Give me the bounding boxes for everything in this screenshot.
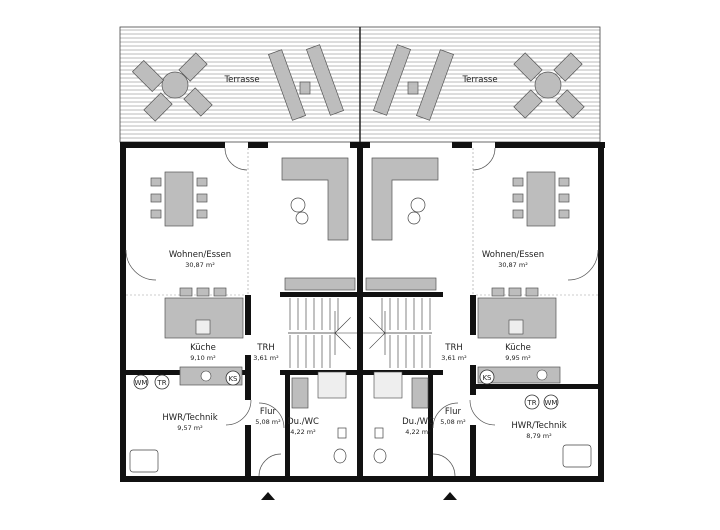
sun-loungers-left [268, 44, 344, 121]
terrace-table-set-left [131, 52, 213, 122]
entrance-arrow-right [443, 492, 457, 500]
bathroom-fixtures-right [373, 371, 429, 464]
fridge-right: KS [479, 369, 495, 385]
washer-left: WM [133, 374, 149, 390]
room-name: Flur [260, 407, 277, 417]
terrace-label-left: Terrasse [223, 75, 259, 85]
room-name: HWR/Technik [511, 421, 566, 431]
tank-left [129, 449, 159, 473]
room-name: Wohnen/Essen [482, 250, 544, 260]
tv-sideboard-right [365, 277, 437, 291]
doors [125, 147, 599, 477]
room-area: 8,79 m² [526, 432, 552, 440]
room-area: 5,08 m² [440, 418, 466, 426]
room-name: TRH [256, 343, 275, 353]
dining-table-right [512, 171, 570, 227]
sofa-right [371, 157, 439, 241]
room-labels-left: Wohnen/Essen 30,87 m² Küche 9,10 m² TRH … [162, 250, 319, 436]
room-labels-right: Wohnen/Essen 30,87 m² Küche 9,95 m² TRH … [402, 250, 567, 440]
room-name: Küche [190, 343, 216, 353]
room-area: 4,22 m² [405, 428, 431, 436]
room-area: 4,22 m² [290, 428, 316, 436]
room-area: 9,57 m² [177, 424, 203, 432]
sofa-left [281, 157, 349, 241]
dining-table-left [150, 171, 208, 227]
dryer-right: TR [524, 394, 540, 410]
room-name: TRH [444, 343, 463, 353]
svg-text:KS: KS [228, 375, 238, 383]
tv-sideboard-left [284, 277, 356, 291]
dryer-left: TR [154, 374, 170, 390]
svg-text:KS: KS [482, 374, 492, 382]
walls [120, 142, 605, 482]
svg-text:TR: TR [156, 379, 166, 387]
room-area: 30,87 m² [185, 261, 215, 269]
room-name: Flur [445, 407, 462, 417]
kitchen-island-right [477, 287, 557, 339]
staircase-right [363, 298, 432, 368]
terrace-table-set-right [513, 52, 585, 119]
room-name: Du./WC [287, 417, 319, 427]
room-name: Du./WC [402, 417, 434, 427]
staircase-left [288, 298, 357, 368]
room-area: 9,95 m² [505, 354, 531, 362]
room-area: 9,10 m² [190, 354, 216, 362]
bathroom-fixtures-left [291, 371, 347, 464]
terrace-label-right: Terrasse [461, 75, 497, 85]
room-area: 30,87 m² [498, 261, 528, 269]
room-name: Küche [505, 343, 531, 353]
svg-text:WM: WM [135, 379, 148, 387]
tank-right [562, 444, 592, 468]
kitchen-island-left [164, 287, 244, 339]
svg-text:WM: WM [545, 399, 558, 407]
washer-right: WM [543, 394, 559, 410]
sun-loungers-right [373, 44, 454, 121]
fridge-left: KS [225, 370, 241, 386]
room-name: Wohnen/Essen [169, 250, 231, 260]
room-area: 3,61 m² [441, 354, 467, 362]
room-area: 5,08 m² [255, 418, 281, 426]
svg-text:TR: TR [526, 399, 536, 407]
room-area: 3,61 m² [253, 354, 279, 362]
room-name: HWR/Technik [162, 413, 217, 423]
entrance-arrow-left [261, 492, 275, 500]
